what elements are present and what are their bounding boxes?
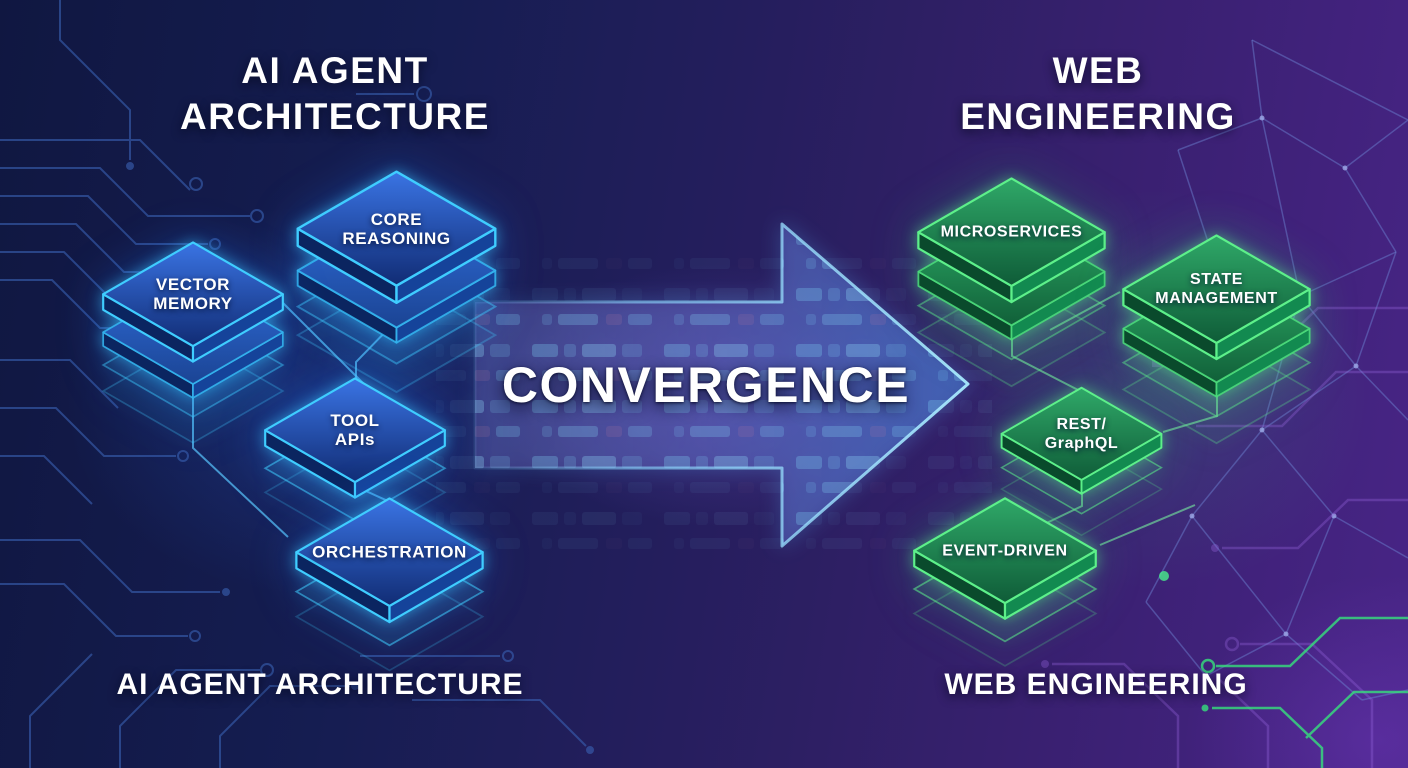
node-rest-graphql: REST/GraphQL <box>997 383 1166 583</box>
node-label: REST/GraphQL <box>1044 415 1119 452</box>
title-line: AI AGENT <box>241 50 429 91</box>
node-event-driven: EVENT-DRIVEN <box>909 493 1101 720</box>
left-section-caption: AI AGENT ARCHITECTURE <box>116 668 524 701</box>
node-label: ORCHESTRATION <box>312 542 467 562</box>
node-microservices: MICROSERVICES <box>913 173 1110 406</box>
circuit-pattern-green <box>1159 571 1408 768</box>
title-line: ENGINEERING <box>960 96 1236 137</box>
right-section-caption: WEB ENGINEERING <box>944 668 1248 701</box>
convergence-label: CONVERGENCE <box>501 357 911 413</box>
right-section-title: WEB ENGINEERING <box>898 48 1298 140</box>
convergence-arrow <box>473 222 970 548</box>
node-label: EVENT-DRIVEN <box>942 542 1068 560</box>
node-orchestration: ORCHESTRATION <box>291 493 488 726</box>
node-label: MICROSERVICES <box>940 223 1083 241</box>
left-section-title: AI AGENT ARCHITECTURE <box>135 48 535 140</box>
title-line: WEB <box>1052 50 1144 91</box>
title-line: ARCHITECTURE <box>180 96 490 137</box>
